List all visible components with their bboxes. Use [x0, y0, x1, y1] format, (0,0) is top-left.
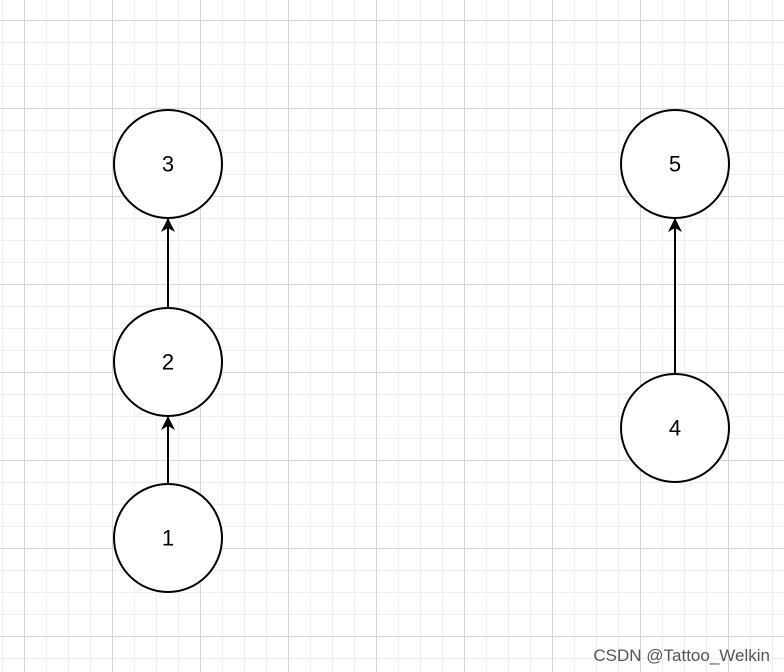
node-2: 2	[113, 307, 223, 417]
node-circle-2	[113, 307, 223, 417]
nodes-layer: 1 2 3 4 5	[113, 109, 730, 593]
node-circle-4	[620, 373, 730, 483]
node-5: 5	[620, 109, 730, 219]
node-4: 4	[620, 373, 730, 483]
node-label-3: 3	[162, 152, 174, 177]
node-label-2: 2	[162, 350, 174, 375]
edges-layer	[161, 218, 682, 484]
node-circle-3	[113, 109, 223, 219]
node-label-4: 4	[669, 416, 681, 441]
node-label-5: 5	[669, 152, 681, 177]
node-circle-1	[113, 483, 223, 593]
watermark-text: CSDN @Tattoo_Welkin	[593, 646, 770, 665]
node-circle-5	[620, 109, 730, 219]
node-1: 1	[113, 483, 223, 593]
node-3: 3	[113, 109, 223, 219]
node-label-1: 1	[162, 526, 174, 551]
